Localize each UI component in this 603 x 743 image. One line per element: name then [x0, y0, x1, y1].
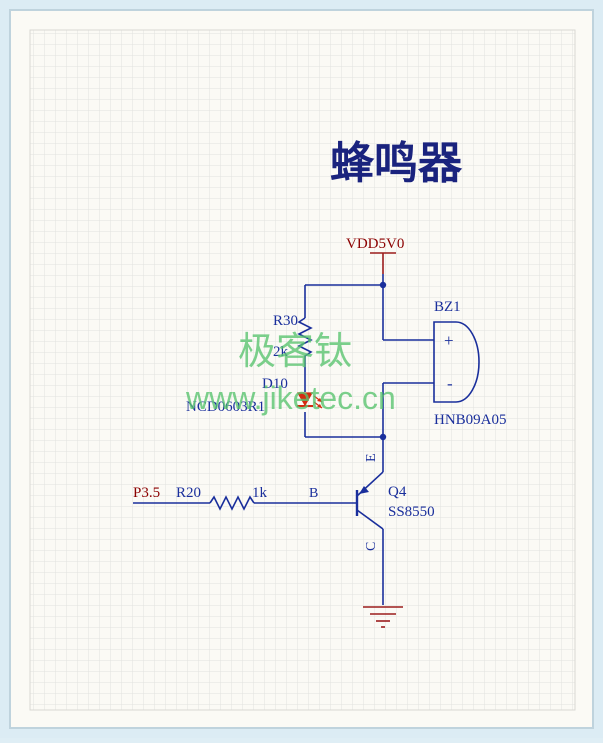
resistor-r30-symbol [297, 317, 313, 360]
resistor-r20-symbol [209, 495, 255, 511]
transistor-pin-c: C [364, 542, 379, 551]
transistor-pin-b: B [309, 486, 318, 501]
buzzer-bz1-ref: BZ1 [434, 299, 461, 315]
junction-dot [379, 433, 387, 441]
led-d10-ref: D10 [262, 376, 288, 392]
led-d10-symbol [296, 392, 323, 409]
buzzer-bz1-symbol [433, 321, 480, 403]
watermark: 极客钛 www.jiketec.cn [185, 331, 396, 416]
grid-area [29, 29, 576, 711]
resistor-r30-value: 2k [273, 344, 289, 360]
power-port-vdd5v0 [370, 252, 396, 274]
buzzer-minus-sign: - [447, 374, 453, 393]
junction-dot [379, 281, 387, 289]
watermark-brand: 极客钛 [238, 331, 352, 373]
resistor-r20-value: 1k [252, 485, 268, 501]
wires [133, 274, 434, 605]
net-label-p3-5: P3.5 [133, 485, 160, 501]
transistor-q4-part: SS8550 [388, 504, 435, 520]
resistor-r20-ref: R20 [176, 485, 201, 501]
led-d10-part: NCD0603R1 [186, 399, 265, 415]
buzzer-plus-sign: + [444, 331, 454, 350]
resistor-r30-ref: R30 [273, 313, 298, 329]
ground-symbol [363, 606, 403, 628]
watermark-url: www.jiketec.cn [185, 380, 396, 416]
transistor-q4-symbol [355, 471, 384, 530]
transistor-q4-ref: Q4 [388, 484, 407, 500]
schematic-title: 蜂鸣器 [330, 139, 463, 188]
buzzer-bz1-part: HNB09A05 [434, 412, 507, 428]
power-label-vdd5v0: VDD5V0 [346, 236, 404, 252]
transistor-pin-e: E [364, 453, 379, 462]
